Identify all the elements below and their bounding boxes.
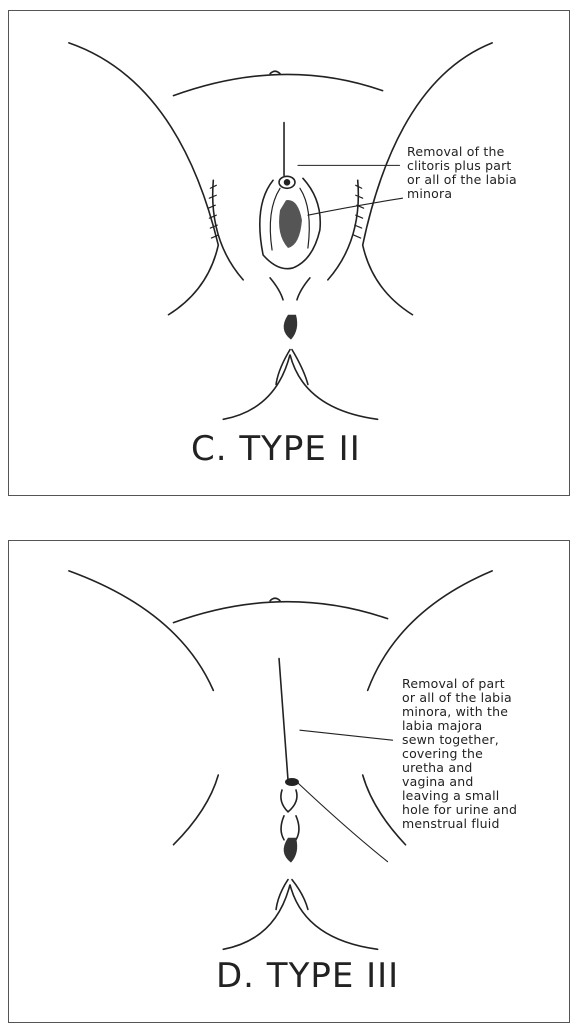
annotation-line: labia majora (402, 719, 517, 733)
type-iii-caption: D. TYPE III (216, 956, 399, 996)
leader-line-hole (298, 783, 388, 862)
annotation-line: leaving a small (402, 789, 517, 803)
anus (284, 838, 298, 863)
buttock-outline (223, 885, 377, 950)
type-ii-illustration (9, 11, 569, 495)
type-ii-caption: C. TYPE II (191, 429, 361, 469)
annotation-line: Removal of part (402, 677, 517, 691)
leader-line-labia (300, 730, 393, 740)
leader-line-labia (308, 198, 403, 215)
annotation-line: or all of the labia (407, 173, 517, 187)
annotation-line: minora (407, 187, 517, 201)
anus (284, 315, 298, 340)
annotation-line: clitoris plus part (407, 159, 517, 173)
abdomen-outline (173, 74, 382, 95)
navel-mark (270, 598, 280, 600)
diagram-panel-type-ii: Removal of the clitoris plus part or all… (8, 10, 570, 496)
annotation-line: hole for urine and (402, 803, 517, 817)
left-labia-majora (213, 180, 243, 280)
type-iii-annotation: Removal of part or all of the labia mino… (402, 677, 517, 831)
left-inner-thigh (173, 775, 218, 845)
annotation-line: Removal of the (407, 145, 517, 159)
diagram-panel-type-iii: Removal of part or all of the labia mino… (8, 540, 570, 1023)
annotation-line: minora, with the (402, 705, 517, 719)
annotation-line: or all of the labia (402, 691, 517, 705)
left-thigh-outline (69, 571, 213, 691)
excised-region (279, 200, 302, 248)
annotation-line: uretha and (402, 761, 517, 775)
type-ii-annotation: Removal of the clitoris plus part or all… (407, 145, 517, 201)
small-hole (285, 778, 299, 786)
annotation-line: covering the (402, 747, 517, 761)
annotation-line: menstrual fluid (402, 817, 517, 831)
annotation-line: vagina and (402, 775, 517, 789)
midline (279, 659, 288, 780)
left-thigh-outline (69, 43, 218, 315)
abdomen-outline (173, 602, 387, 623)
right-thigh-outline (368, 571, 492, 691)
annotation-line: sewn together, (402, 733, 517, 747)
navel-mark (270, 71, 280, 73)
right-labia-majora (328, 180, 358, 280)
